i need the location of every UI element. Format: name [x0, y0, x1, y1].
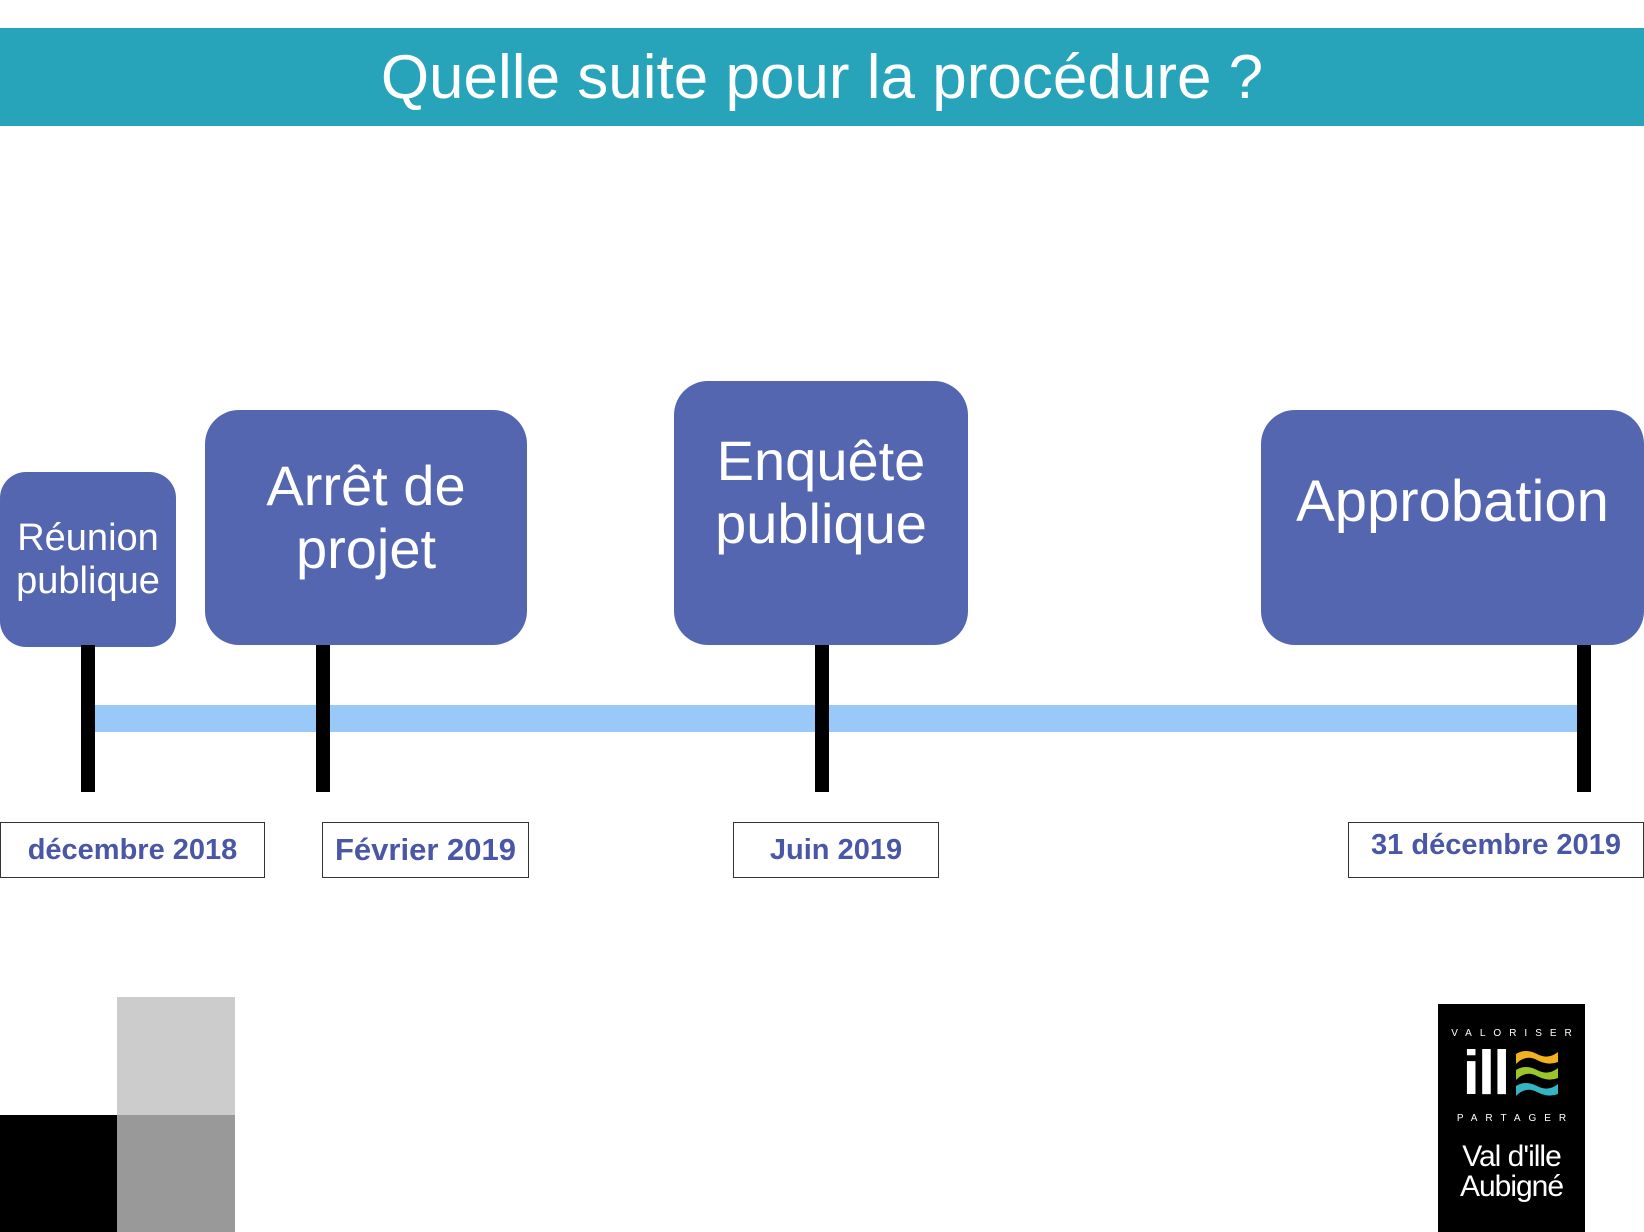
- decor-square-light: [117, 997, 235, 1115]
- date-label: décembre 2018: [0, 822, 265, 878]
- waves-icon: [1516, 1051, 1559, 1096]
- milestone-label: publique: [715, 492, 927, 555]
- title-banner: Quelle suite pour la procédure ?: [0, 28, 1644, 126]
- page-title: Quelle suite pour la procédure ?: [380, 42, 1264, 112]
- timeline-marker: [81, 645, 95, 792]
- milestone-label: Approbation: [1296, 469, 1609, 535]
- milestone-label: Enquête: [716, 429, 926, 493]
- date-label: Février 2019: [322, 822, 529, 878]
- date-label: Juin 2019: [733, 822, 939, 878]
- milestone-label: publique: [16, 559, 160, 602]
- milestone-label: Arrêt de: [266, 453, 466, 517]
- date-label: 31 décembre 2019: [1348, 822, 1644, 878]
- timeline-bar: [88, 705, 1584, 732]
- decor-square-gray: [117, 1115, 235, 1232]
- logo-tagline: VALORISER: [1451, 1028, 1580, 1039]
- timeline-marker: [815, 645, 829, 792]
- val-dille-aubigne-logo: VALORISER ill PARTAGER Val d'ille Aubign…: [1438, 1004, 1585, 1232]
- logo-mark: ill: [1462, 1039, 1511, 1108]
- milestone-label: projet: [295, 516, 437, 580]
- decor-square-black: [0, 1115, 117, 1232]
- milestone-label: Réunion: [17, 516, 159, 559]
- timeline-marker: [1577, 645, 1591, 792]
- milestone-approbation: Approbation: [1261, 410, 1644, 645]
- logo-name: Val d'ille: [1462, 1140, 1562, 1173]
- logo-name: Aubigné: [1459, 1170, 1564, 1203]
- logo-tagline: PARTAGER: [1456, 1113, 1575, 1124]
- timeline-marker: [316, 645, 330, 792]
